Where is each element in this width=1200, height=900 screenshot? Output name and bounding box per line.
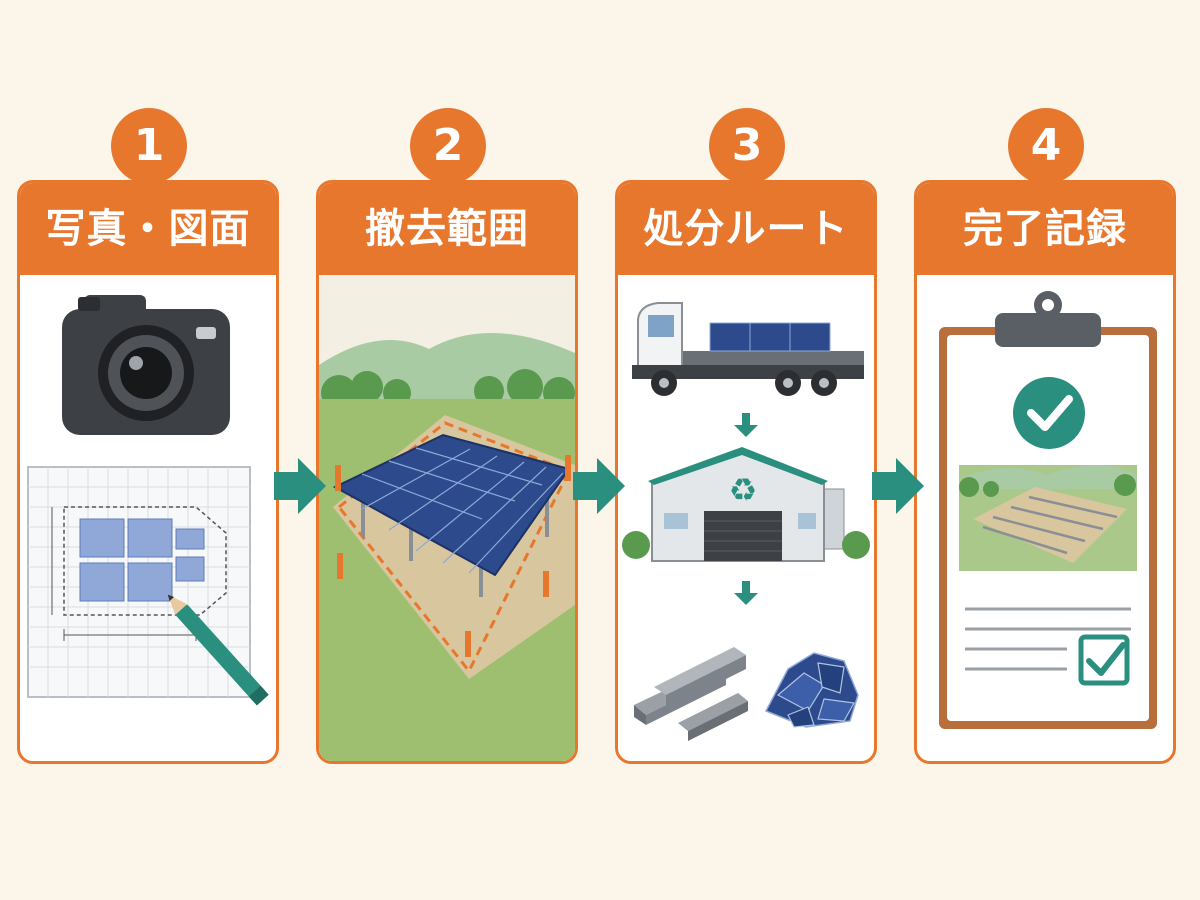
recycling-facility-icon: ♻	[622, 447, 870, 562]
step-3-illustration: ♻	[618, 275, 874, 761]
blueprint-icon	[27, 466, 251, 698]
truck-icon	[632, 302, 864, 396]
step-4-title: 完了記録	[917, 183, 1173, 275]
step-2-illustration	[319, 275, 575, 761]
step-2-title: 撤去範囲	[319, 183, 575, 275]
step-1-badge: 1	[111, 108, 187, 184]
camera-icon	[62, 295, 230, 435]
step-4-illustration	[917, 275, 1173, 761]
step-2-card: 撤去範囲	[316, 180, 578, 764]
step-3-card: 処分ルート	[615, 180, 877, 764]
step-3-badge: 3	[709, 108, 785, 184]
checkbox-icon	[1078, 634, 1130, 686]
step-3-title: 処分ルート	[618, 183, 874, 275]
svg-text:♻: ♻	[729, 471, 758, 509]
step-2-badge: 2	[410, 108, 486, 184]
site-photo	[959, 465, 1137, 571]
steel-beams-icon	[634, 647, 748, 741]
arrow-right-icon-2	[573, 458, 625, 514]
solar-panel-icon	[332, 433, 571, 597]
check-circle-icon	[1013, 377, 1085, 449]
step-4-badge: 4	[1008, 108, 1084, 184]
step-1-illustration	[20, 275, 276, 761]
arrow-right-icon-3	[872, 458, 924, 514]
step-1-title: 写真・図面	[20, 183, 276, 275]
step-1-card: 写真・図面	[17, 180, 279, 764]
pencil-icon	[167, 594, 269, 706]
broken-panels-icon	[764, 652, 859, 728]
arrow-right-icon-1	[274, 458, 326, 514]
step-4-card: 完了記録	[914, 180, 1176, 764]
